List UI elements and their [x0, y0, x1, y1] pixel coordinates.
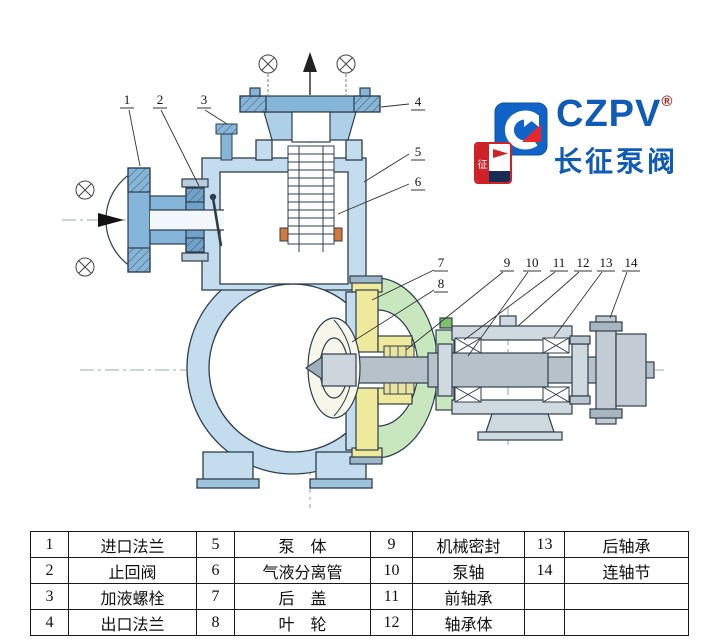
brand-chinese: 长征泵阀: [554, 146, 679, 177]
impeller: [304, 317, 361, 419]
part-no: 10: [370, 557, 413, 584]
callout-12: 12: [577, 255, 590, 270]
seal-band: [489, 171, 510, 182]
part-no: 14: [524, 557, 565, 584]
part-no: 12: [370, 609, 413, 636]
callout-7: 7: [438, 255, 445, 270]
part-no: 6: [196, 557, 235, 584]
coupling: [589, 315, 647, 425]
part-name: 泵轴: [412, 557, 525, 584]
callout-5: 5: [415, 144, 422, 159]
callout-2: 2: [157, 92, 164, 107]
part-name: 连轴节: [564, 557, 689, 584]
table-row: 3 加液螺栓 7 后 盖 11 前轴承: [30, 583, 689, 610]
check-valve-flap: [211, 197, 223, 247]
part-no: 5: [196, 531, 235, 558]
centermark-icon: [258, 54, 278, 74]
table-row: 2 止回阀 6 气液分离管 10 泵轴 14 连轴节: [30, 557, 689, 584]
mechanical-seal: [383, 345, 415, 395]
callout-numbers: 1 2 3 4 5 6 7 8 9 10 11 12 13 14: [124, 92, 638, 291]
outlet-flange: [239, 87, 381, 143]
seal-character: 征: [476, 144, 489, 182]
part-no: [524, 609, 565, 636]
inlet-arrow: [98, 213, 124, 227]
part-name: 机械密封: [412, 531, 525, 558]
table-row: 4 出口法兰 8 叶 轮 12 轴承体: [30, 609, 689, 636]
part-name: 泵 体: [234, 531, 371, 558]
inlet-assembly: [75, 167, 224, 277]
pump-sectional-drawing: 1 2 3 4 5 6 7 8 9 10 11 12 13 14: [62, 52, 664, 508]
callout-leaders: [120, 103, 640, 357]
part-name: 叶 轮: [234, 609, 371, 636]
part-no: 11: [370, 583, 413, 610]
part-name: [564, 609, 689, 636]
outlet-arrow: [303, 52, 317, 72]
separation-pipe: [279, 145, 343, 252]
part-name: 轴承体: [412, 609, 525, 636]
callout-14: 14: [625, 255, 639, 270]
centermark-icon: [336, 54, 356, 74]
callout-3: 3: [201, 92, 208, 107]
filling-bolt: [215, 123, 238, 161]
seal-emblem: [489, 144, 510, 182]
part-no: [524, 583, 565, 610]
front-bearing: [454, 337, 482, 403]
parts-table: 1 进口法兰 5 泵 体 9 机械密封 13 后轴承 2 止回阀 6 气液分离管…: [30, 531, 689, 636]
part-name: 止回阀: [68, 557, 197, 584]
part-name: 前轴承: [412, 583, 525, 610]
bearings: [454, 337, 570, 403]
part-name: 出口法兰: [68, 609, 197, 636]
company-logo: 征 CZPV® 长征泵阀: [474, 92, 710, 188]
callout-13: 13: [600, 255, 613, 270]
rear-bearing: [542, 337, 570, 403]
part-name: 后轴承: [564, 531, 689, 558]
part-no: 4: [30, 609, 69, 636]
brand-latin: CZPV®: [556, 93, 674, 135]
part-no: 2: [30, 557, 69, 584]
callout-11: 11: [553, 255, 566, 270]
part-no: 8: [196, 609, 235, 636]
part-name: [564, 583, 689, 610]
part-no: 7: [196, 583, 235, 610]
callout-10: 10: [526, 255, 539, 270]
part-name: 气液分离管: [234, 557, 371, 584]
centermark-icon: [75, 180, 95, 200]
part-name: 后 盖: [234, 583, 371, 610]
registered-mark: ®: [661, 93, 674, 110]
callout-4: 4: [415, 94, 422, 109]
grease-fitting: [439, 317, 453, 329]
company-seal: 征: [474, 142, 512, 184]
bearing-housing: [437, 315, 591, 441]
centermark-icon: [75, 257, 95, 277]
part-name: 进口法兰: [68, 531, 197, 558]
red-flag-icon: [493, 149, 508, 165]
part-no: 3: [30, 583, 69, 610]
part-no: 1: [30, 531, 69, 558]
part-no: 9: [370, 531, 413, 558]
flow-direction-top: [258, 52, 356, 95]
part-name: 加液螺栓: [68, 583, 197, 610]
table-row: 1 进口法兰 5 泵 体 9 机械密封 13 后轴承: [30, 531, 689, 558]
callout-1: 1: [124, 92, 131, 107]
callout-6: 6: [415, 174, 422, 189]
callout-8: 8: [438, 276, 445, 291]
part-no: 13: [524, 531, 565, 558]
callout-9: 9: [504, 255, 511, 270]
